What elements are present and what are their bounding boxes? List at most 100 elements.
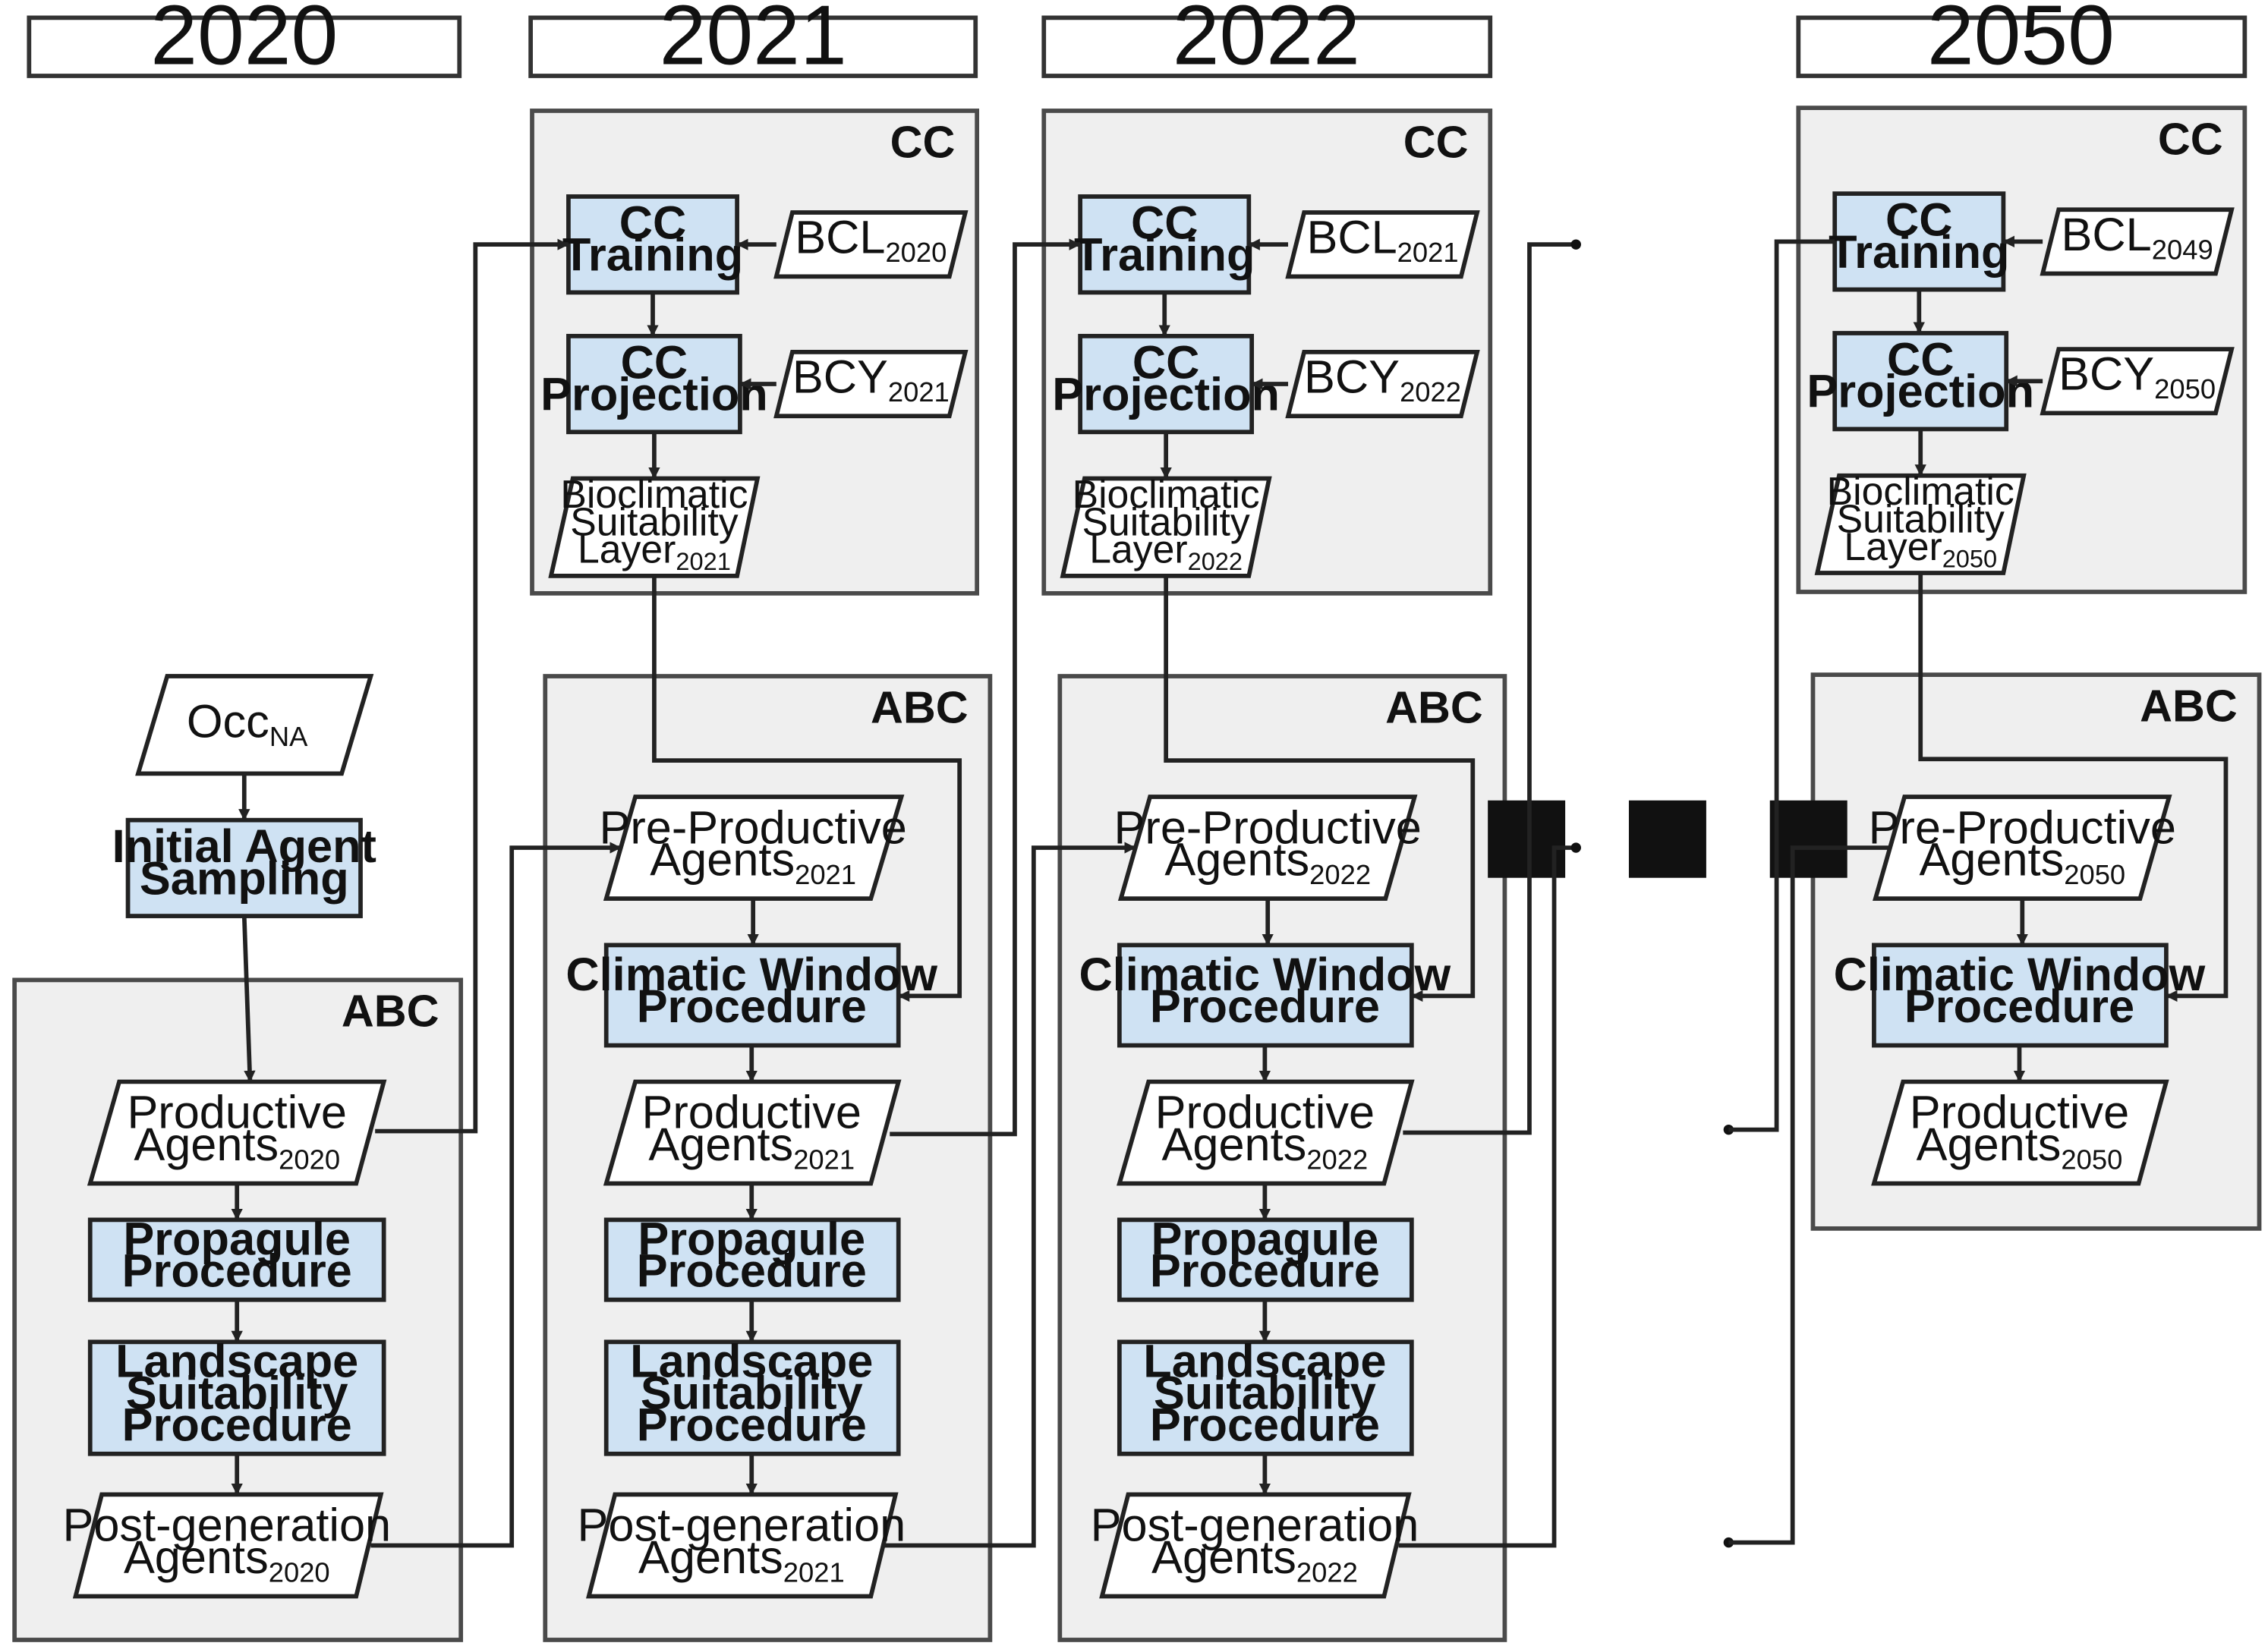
cc-training-2021-line2: Training xyxy=(562,229,743,281)
bsl-2021-line2: Suitability xyxy=(570,499,738,543)
productive-agents-2022-line1: Productive xyxy=(1155,1087,1375,1138)
year-label-2020: 2020 xyxy=(150,0,338,83)
bcl-input-2021: BCL2020 xyxy=(773,210,969,279)
post-generation-2021-main: Agents xyxy=(638,1531,783,1583)
year-label-2050: 2050 xyxy=(1927,0,2115,83)
bcl-input-2050: BCL2049 xyxy=(2040,207,2235,276)
link-continuation-to-cc-training-2050 xyxy=(1728,239,1835,1132)
svg-text:Agents2050: Agents2050 xyxy=(1917,1119,2123,1175)
climatic-window-2050-line2: Procedure xyxy=(1904,980,2134,1032)
bsl-2021-main: Layer xyxy=(578,527,676,571)
productive-agents-2050-line1: Productive xyxy=(1910,1087,2130,1138)
post-generation-2021-sub: 2021 xyxy=(783,1556,845,1588)
post-generation-2020-sub: 2020 xyxy=(269,1556,330,1588)
post-generation-2022-main: Agents xyxy=(1151,1531,1296,1583)
pre-productive-2022-line1: Pre-Productive xyxy=(1114,801,1422,853)
bcy-2021-sub: 2021 xyxy=(888,376,950,408)
cc-projection-2022-line2: Projection xyxy=(1052,369,1280,420)
post-generation-2022-sub: 2022 xyxy=(1296,1556,1358,1588)
productive-agents-2022-sub: 2022 xyxy=(1306,1144,1368,1175)
bcy-2021-main: BCY xyxy=(792,351,888,403)
bsl-2050-line2: Suitability xyxy=(1837,496,2005,540)
abc-panel-title-2021: ABC xyxy=(871,681,969,732)
post-generation-2022-line1: Post-generation xyxy=(1091,1500,1419,1551)
svg-text:Agents2020: Agents2020 xyxy=(134,1119,340,1175)
link-continuation-to-preproductive-2050 xyxy=(1728,845,1890,1545)
bcy-2050-main: BCY xyxy=(2059,348,2154,400)
svg-text:Agents2050: Agents2050 xyxy=(1919,833,2125,889)
bcl-2022-sub: 2021 xyxy=(1397,237,1459,268)
cc-projection-2021: CC Projection xyxy=(540,333,768,435)
svg-text:Agents2022: Agents2022 xyxy=(1151,1531,1358,1588)
cc-training-2022-line1: CC xyxy=(1131,197,1199,249)
bsl-2022-sub: 2022 xyxy=(1188,548,1243,575)
landscape-suitability-procedure-2022: Landscape Suitability Procedure xyxy=(1117,1335,1414,1456)
propagule-2021-line1: Propagule xyxy=(638,1213,865,1264)
abc-panel-title-2020: ABC xyxy=(342,986,439,1037)
bsl-2022-main: Layer xyxy=(1089,527,1187,571)
climatic-window-2021-line2: Procedure xyxy=(637,980,867,1032)
post-generation-2021-line1: Post-generation xyxy=(578,1500,906,1551)
svg-text:Layer2021: Layer2021 xyxy=(578,527,731,576)
occ-na-input: OccNA xyxy=(135,674,374,776)
landscape-2020-line1: Landscape xyxy=(115,1335,358,1386)
landscape-suitability-procedure-2021: Landscape Suitability Procedure xyxy=(603,1335,901,1456)
productive-agents-2022: Productive Agents2022 xyxy=(1117,1079,1415,1186)
climatic-window-2022-line2: Procedure xyxy=(1150,980,1380,1032)
abc-panel-title-2050: ABC xyxy=(2140,680,2238,731)
link-post-2022-to-continuation xyxy=(1398,845,1577,1548)
post-generation-agents-2021: Post-generation Agents2021 xyxy=(578,1492,906,1599)
bcl-2050-main: BCL xyxy=(2062,209,2152,260)
cc-panel-title-2022: CC xyxy=(1403,116,1469,167)
cc-training-2022: CC Training xyxy=(1074,194,1255,295)
propagule-2020-line1: Propagule xyxy=(123,1213,351,1264)
landscape-2022-line1: Landscape xyxy=(1143,1335,1386,1386)
continuation-ellipsis: ■ ■ ■ xyxy=(1479,742,1857,921)
cc-projection-2022-line1: CC xyxy=(1132,336,1200,388)
cc-panel-title-2021: CC xyxy=(890,116,956,167)
bcy-input-2050: BCY2050 xyxy=(2040,347,2235,416)
landscape-2021-line3: Procedure xyxy=(637,1399,867,1451)
arrow-post-2020-to-preproductive-2021 xyxy=(370,842,622,1548)
year-header-2050: 2050 xyxy=(1796,0,2248,83)
propagule-2022-line1: Propagule xyxy=(1151,1213,1379,1264)
initial-agent-sampling-line1: Initial Agent xyxy=(112,820,376,872)
link-productive-2022-to-continuation xyxy=(1403,242,1577,1135)
continuation-dot-cc-2022 xyxy=(1570,239,1581,250)
climatic-window-2022-line1: Climatic Window xyxy=(1079,949,1451,1000)
propagule-procedure-2022: Propagule Procedure xyxy=(1117,1213,1414,1302)
arrow-post-2021-to-preproductive-2022 xyxy=(884,842,1136,1548)
landscape-2020-line3: Procedure xyxy=(122,1399,352,1451)
cc-projection-2021-line2: Projection xyxy=(540,369,768,420)
pre-productive-2021-line1: Pre-Productive xyxy=(600,801,907,853)
cc-training-2050: CC Training xyxy=(1829,191,2009,292)
svg-text:Agents2021: Agents2021 xyxy=(648,1119,855,1175)
cc-projection-2050-line1: CC xyxy=(1887,334,1955,386)
abc-panel-title-2022: ABC xyxy=(1385,681,1483,732)
productive-agents-2021-sub: 2021 xyxy=(793,1144,855,1175)
year-header-2020: 2020 xyxy=(27,0,462,83)
propagule-procedure-2020: Propagule Procedure xyxy=(87,1213,386,1302)
svg-text:BCL2021: BCL2021 xyxy=(1306,212,1458,268)
bcy-input-2021: BCY2021 xyxy=(773,350,969,419)
productive-agents-2020: Productive Agents2020 xyxy=(87,1079,387,1186)
year-header-2022: 2022 xyxy=(1041,0,1493,83)
landscape-suitability-procedure-2020: Landscape Suitability Procedure xyxy=(87,1335,386,1456)
svg-text:Agents2022: Agents2022 xyxy=(1164,833,1371,889)
arrow-bsl-to-climatic-window-2050 xyxy=(1918,573,2229,1002)
bioclimatic-suitability-layer-2021: Bioclimatic Suitability Layer2021 xyxy=(548,472,761,578)
propagule-2021-line2: Procedure xyxy=(637,1245,867,1297)
bioclimatic-suitability-layer-2022: Bioclimatic Suitability Layer2022 xyxy=(1060,472,1272,578)
occ-main: Occ xyxy=(187,695,269,747)
svg-text:Agents2022: Agents2022 xyxy=(1162,1119,1369,1175)
cc-projection-2050: CC Projection xyxy=(1807,331,2034,432)
bcy-2022-main: BCY xyxy=(1304,351,1400,403)
landscape-2022-line2: Suitability xyxy=(1154,1367,1376,1418)
svg-text:BCY2050: BCY2050 xyxy=(2059,348,2216,404)
productive-agents-2021: Productive Agents2021 xyxy=(603,1079,902,1186)
bsl-2022-line1: Bioclimatic xyxy=(1073,472,1260,516)
productive-agents-2020-main: Agents xyxy=(134,1119,279,1170)
landscape-2020-line2: Suitability xyxy=(126,1367,348,1418)
bsl-2021-line1: Bioclimatic xyxy=(560,472,748,516)
cc-training-2050-line1: CC xyxy=(1885,194,1953,246)
